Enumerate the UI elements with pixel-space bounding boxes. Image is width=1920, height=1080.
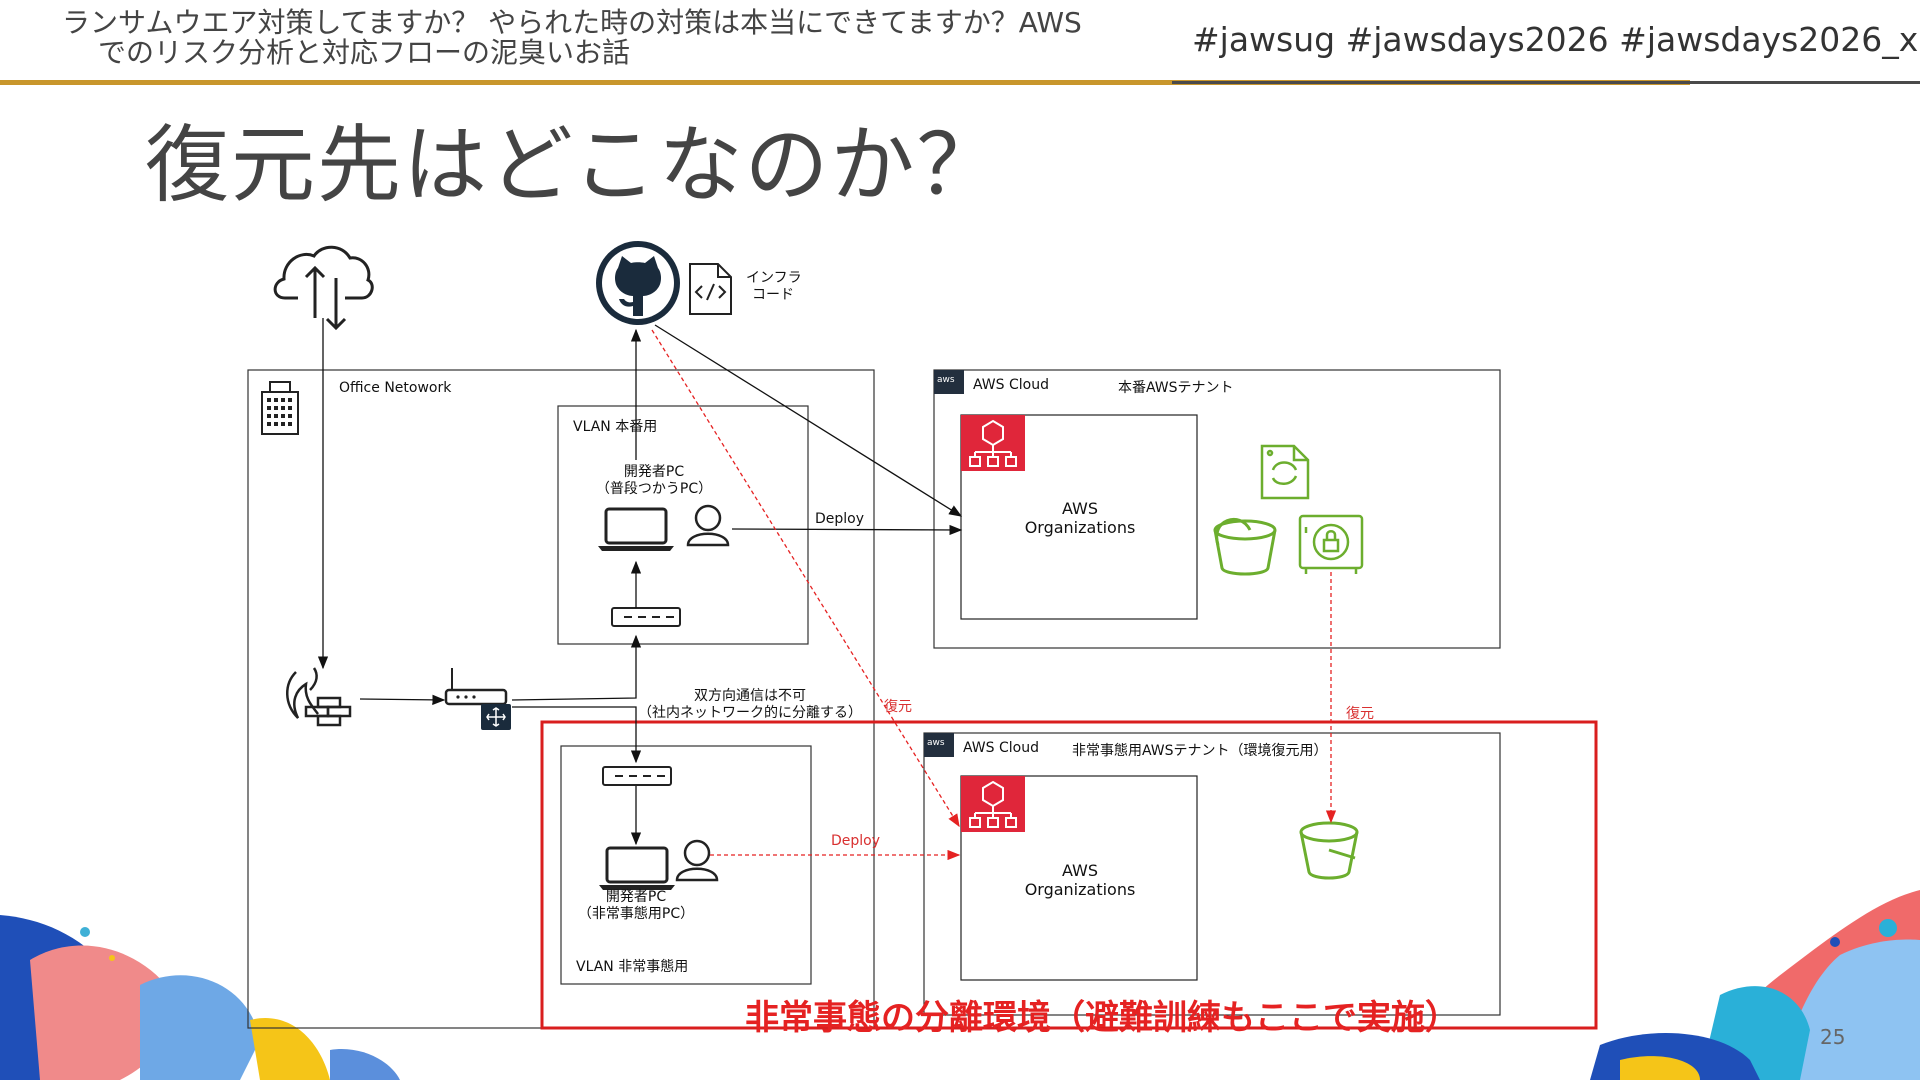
firewall-icon (286, 667, 352, 727)
router-icon (444, 668, 511, 730)
restore-label: 復元 (1346, 706, 1374, 722)
vlan-emergency-label: VLAN 非常事態用 (576, 959, 689, 975)
organizations-icon (961, 776, 1025, 832)
laptop-icon (598, 507, 674, 551)
aws-cloud-emergency-label: AWS Cloud (963, 740, 1039, 756)
header-rule-gold (0, 80, 1690, 85)
header-rule-dark (1172, 81, 1920, 84)
emergency-tenant-label: 非常事態用AWSテナント（環境復元用） (1072, 743, 1328, 759)
laptop-icon (599, 846, 675, 890)
no-bidirectional-note: 双方向通信は不可（社内ネットワーク的に分離する） (638, 688, 862, 721)
vlan-prod-label: VLAN 本番用 (573, 419, 658, 435)
office-network-label: Office Netowork (339, 380, 452, 396)
s3-bucket-icon (1299, 821, 1359, 880)
vlan-emergency-box (560, 745, 812, 985)
decoration-splash-left (0, 915, 400, 1080)
decoration-splash-right (1590, 890, 1920, 1080)
deploy-label: Deploy (815, 511, 865, 527)
emergency-pc-label: 開発者PC（非常事態用PC） (577, 889, 695, 922)
aws-organizations-emergency-box (960, 775, 1198, 981)
deck-title-line2: でのリスク分析と対応フローの泥臭いお話 (98, 36, 631, 69)
hashtags: #jawsug #jawsdays2026 #jawsdays2026_x (1192, 20, 1919, 59)
dev-pc-label: 開発者PC（普段つかうPC） (595, 464, 713, 497)
github-icon (596, 241, 680, 325)
network-switch-icon (602, 766, 672, 786)
deck-title-line1: ランサムウエア対策してますか？ やられた時の対策は本当にできてますか？AWS (62, 6, 1082, 39)
aws-organizations-prod-box (960, 414, 1198, 620)
cloud-sync-icon (273, 245, 374, 331)
aws-cloud-prod-label: AWS Cloud (973, 377, 1049, 393)
building-icon (261, 381, 299, 435)
connectors (317, 318, 963, 846)
code-file-icon (689, 263, 732, 315)
aws-logo-icon (924, 733, 954, 757)
network-switch-icon (611, 607, 681, 627)
emergency-environment-caption: 非常事態の分離環境（避難訓練もここで実施） (745, 998, 1459, 1038)
aws-cloud-emergency-box (923, 732, 1501, 1016)
backup-vault-icon (1298, 514, 1364, 574)
slide-title: 復元先はどこなのか？ (145, 116, 1003, 214)
prod-tenant-label: 本番AWSテナント (1118, 380, 1234, 396)
page-number: 25 (1820, 1025, 1846, 1049)
aws-logo-text: aws (937, 375, 955, 385)
backup-document-icon (1260, 444, 1310, 500)
emergency-environment-frame (540, 720, 1598, 1030)
user-icon (686, 504, 730, 547)
deploy-emergency-label: Deploy (831, 833, 881, 849)
s3-bucket-icon (1213, 517, 1277, 576)
infra-code-label: インフラコード (746, 270, 802, 303)
organizations-icon (961, 415, 1025, 471)
aws-logo-text: aws (927, 738, 945, 748)
aws-logo-icon (934, 370, 964, 394)
restore-connectors (651, 329, 1337, 861)
vlan-prod-box (557, 405, 809, 645)
restore-label: 復元 (884, 699, 912, 715)
aws-cloud-prod-box (933, 369, 1501, 649)
user-icon (675, 839, 719, 882)
